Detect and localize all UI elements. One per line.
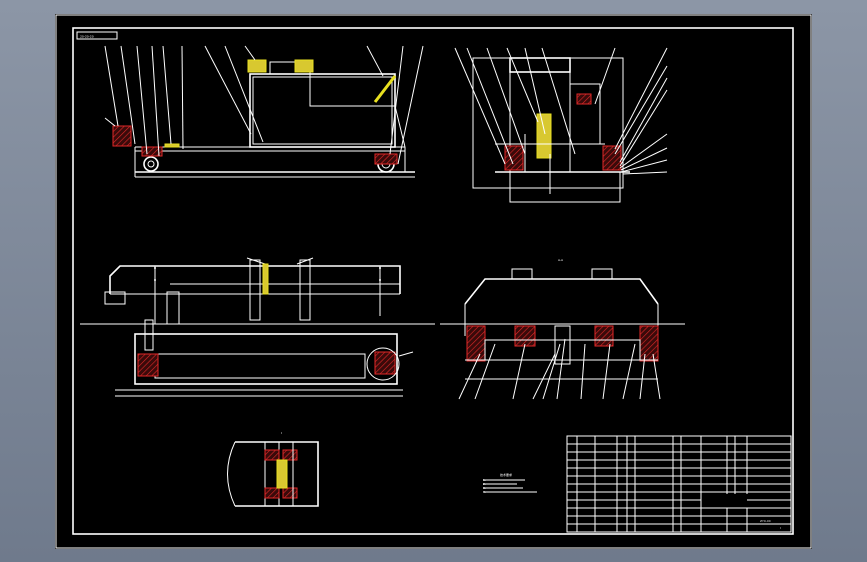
technical-notes: 技术要求 1. 2. 3. 4.: [483, 472, 537, 494]
drawing-number: ZY0-00: [760, 519, 771, 523]
front-view: [104, 45, 424, 178]
section-view: A-A: [440, 258, 685, 400]
notes-heading: 技术要求: [500, 472, 512, 477]
sheet-label: I: [780, 526, 781, 530]
drawing-frame: [72, 27, 794, 535]
plan-view: [80, 257, 435, 397]
title-tag-box: [76, 31, 118, 40]
detail-mark: I: [281, 431, 282, 435]
section-mark: A-A: [558, 258, 564, 262]
cad-drawing: 20-20-20: [55, 14, 812, 549]
cad-viewport[interactable]: 20-20-20: [55, 14, 812, 549]
detail-view: I: [227, 431, 319, 507]
title-block: ZY0-00 I: [566, 435, 792, 533]
sheet-border: [55, 14, 812, 549]
side-view: [454, 47, 668, 203]
title-tag-text: 20-20-20: [80, 35, 94, 39]
